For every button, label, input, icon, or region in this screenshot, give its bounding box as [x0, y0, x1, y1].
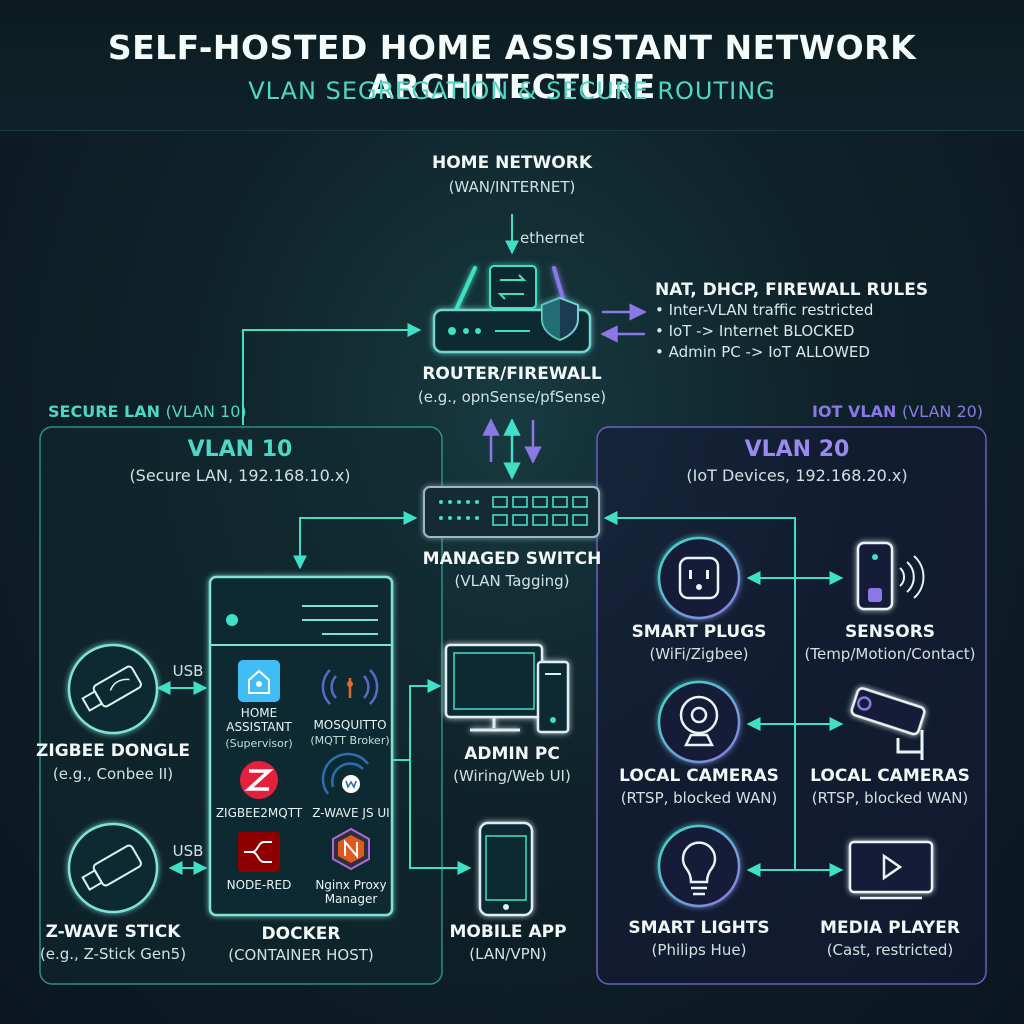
nginx-proxy-label: Nginx Proxy Manager [315, 878, 387, 906]
firewall-rules-title: NAT, DHCP, FIREWALL RULES [655, 280, 929, 300]
zwave-title: Z-WAVE STICK [45, 922, 181, 942]
docker-title: DOCKER [261, 924, 341, 944]
admin-pc-subtitle: (Wiring/Web UI) [453, 767, 571, 785]
smart-plugs-title: SMART PLUGS [631, 622, 767, 642]
local-cameras-a-title: LOCAL CAMERAS [619, 766, 779, 786]
home-assistant-icon [238, 660, 280, 702]
media-player-icon [848, 840, 934, 900]
sensor-icon [856, 541, 925, 611]
security-camera-icon [850, 687, 926, 760]
sensors-subtitle: (Temp/Motion/Contact) [804, 645, 976, 663]
zigbee-usb-label: USB [172, 662, 204, 680]
secure-lan-zone-label: SECURE LAN (VLAN 10) [48, 402, 247, 421]
router-subtitle: (e.g., opnSense/pfSense) [417, 388, 607, 406]
smart-plug-icon [657, 536, 741, 620]
switch-iot-link [603, 511, 796, 870]
media-player-title: MEDIA PLAYER [820, 918, 960, 938]
local-cameras-b-subtitle: (RTSP, blocked WAN) [811, 789, 969, 807]
zwave-js-label: Z-WAVE JS UI [312, 806, 390, 820]
wan-subtitle: (WAN/INTERNET) [448, 178, 576, 196]
page-subtitle: VLAN SEGREGATION & SECURE ROUTING [248, 77, 776, 105]
zwave-subtitle: (e.g., Z-Stick Gen5) [39, 945, 187, 963]
smart-lights-subtitle: (Philips Hue) [651, 941, 747, 959]
admin-pc-icon [444, 643, 570, 734]
local-cameras-a-subtitle: (RTSP, blocked WAN) [620, 789, 778, 807]
iot-vlan-zone-label: IOT VLAN (VLAN 20) [812, 402, 984, 421]
local-cameras-b-title: LOCAL CAMERAS [810, 766, 970, 786]
firewall-rule-2: • IoT -> Internet BLOCKED [655, 322, 855, 340]
docker-admin-link [392, 679, 442, 761]
zwave-js-icon [321, 752, 369, 795]
admin-pc-title: ADMIN PC [464, 744, 560, 764]
sensors-title: SENSORS [844, 622, 936, 642]
header: SELF-HOSTED HOME ASSISTANT NETWORK ARCHI… [0, 0, 1024, 131]
nginx-proxy-icon [332, 827, 370, 871]
mobile-title: MOBILE APP [449, 922, 567, 942]
mosquitto-label: MOSQUITTO [313, 718, 387, 732]
firewall-rule-1: • Inter-VLAN traffic restricted [655, 301, 874, 319]
vlan20-subtitle: (IoT Devices, 192.168.20.x) [686, 466, 908, 485]
mobile-app-icon [478, 821, 534, 917]
router-secure-link [242, 323, 422, 425]
home-assistant-sublabel: (Supervisor) [225, 737, 293, 750]
switch-icon [423, 486, 600, 538]
zwave-stick-icon [67, 822, 159, 914]
zigbee-dongle-icon [67, 643, 159, 735]
wan-link-label: ethernet [520, 229, 585, 247]
zigbee2mqtt-label: ZIGBEE2MQTT [215, 806, 303, 820]
home-assistant-label: HOME ASSISTANT [226, 706, 292, 734]
media-player-subtitle: (Cast, restricted) [826, 941, 954, 959]
vlan10-subtitle: (Secure LAN, 192.168.10.x) [129, 466, 351, 485]
docker-mobile-link [409, 760, 472, 875]
zigbee-subtitle: (e.g., Conbee II) [52, 765, 174, 783]
mosquitto-icon [321, 669, 379, 705]
switch-docker-link [293, 511, 418, 570]
node-red-icon [238, 832, 280, 872]
mobile-subtitle: (LAN/VPN) [469, 945, 547, 963]
smart-light-icon [657, 824, 741, 908]
smart-lights-title: SMART LIGHTS [628, 918, 770, 938]
switch-subtitle: (VLAN Tagging) [454, 572, 570, 590]
zwave-usb-label: USB [172, 842, 204, 860]
firewall-rules: NAT, DHCP, FIREWALL RULES • Inter-VLAN t… [655, 280, 928, 363]
smart-plugs-subtitle: (WiFi/Zigbee) [649, 645, 749, 663]
mosquitto-sublabel: (MQTT Broker) [310, 734, 390, 747]
router-icon [432, 265, 592, 354]
docker-subtitle: (CONTAINER HOST) [228, 946, 374, 964]
vlan10-title: VLAN 10 [187, 437, 293, 462]
page-title: SELF-HOSTED HOME ASSISTANT NETWORK ARCHI… [107, 28, 917, 106]
switch-title: MANAGED SWITCH [422, 549, 602, 569]
camera-icon [657, 680, 741, 764]
firewall-rule-3: • Admin PC -> IoT ALLOWED [655, 343, 870, 361]
node-red-label: NODE-RED [226, 878, 292, 892]
router-title: ROUTER/FIREWALL [422, 364, 602, 384]
zigbee2mqtt-icon [240, 761, 278, 799]
iot-vlan-zone [596, 426, 987, 985]
wan-title: HOME NETWORK [431, 153, 593, 173]
zigbee-title: ZIGBEE DONGLE [36, 741, 190, 761]
vlan20-title: VLAN 20 [744, 437, 850, 462]
